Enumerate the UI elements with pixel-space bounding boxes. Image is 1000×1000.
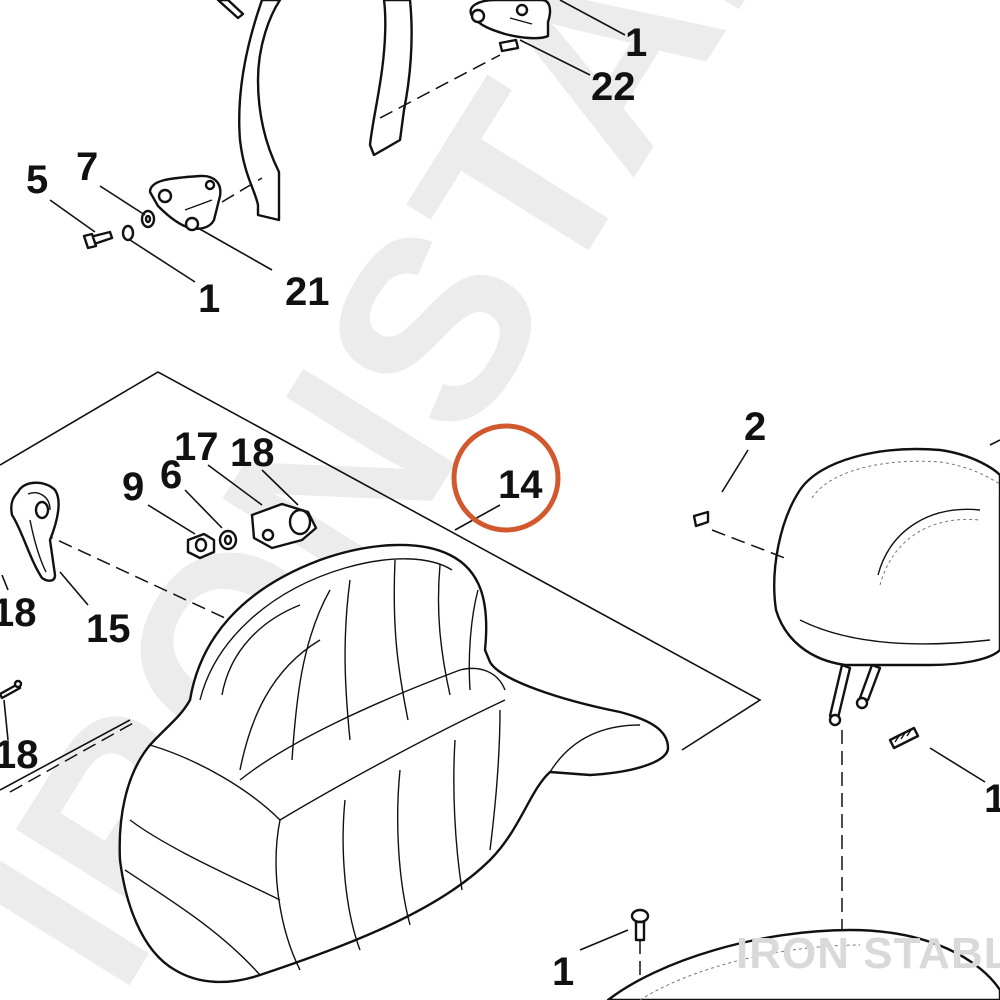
latch-part-15 (10, 481, 60, 582)
callout-label: 6 (160, 453, 182, 497)
callout-label: 22 (591, 65, 636, 109)
callout-label: 1 (552, 950, 574, 994)
watermark-text: IRON STABLE (736, 929, 1000, 978)
callout-labels: 1 22 5 7 1 21 2 17 18 9 6 14 18 15 18 1 … (0, 21, 1000, 994)
callout-label: 15 (86, 607, 131, 651)
leader-lines-center (1, 464, 501, 741)
callout-label: 18 (0, 733, 39, 777)
callout-label: 1 (984, 777, 1000, 821)
watermark: IRON STABLE (736, 929, 1000, 978)
pin-part-18 (0, 679, 23, 700)
callout-label: 1 (198, 277, 220, 321)
washer-part-6 (218, 529, 238, 551)
callout-label: 21 (285, 270, 330, 314)
callout-label: 18 (230, 431, 275, 475)
backrest-pad-part-14 (118, 543, 670, 984)
washer-part-1-mid (121, 224, 135, 242)
leader-lines-top (49, 0, 626, 283)
nut-part-9 (186, 532, 216, 560)
seat-edge-bottom-right (606, 928, 1000, 1000)
bolt-part-5 (82, 230, 114, 250)
callout-label: 17 (174, 425, 219, 469)
bracket-part-22 (469, 0, 552, 53)
callout-label: 5 (26, 158, 48, 202)
screw-part-1-bottom (630, 908, 650, 942)
highlight-circle (451, 423, 561, 533)
seat-panel-outline (0, 371, 762, 793)
callout-label: 1 (625, 21, 647, 65)
callout-label-highlighted: 14 (498, 463, 543, 507)
bushing-part-17 (250, 502, 318, 550)
callout-label: 2 (744, 405, 766, 449)
callout-label: 18 (0, 591, 37, 635)
bracket-part-21 (148, 174, 222, 232)
backrest-upright (216, 0, 501, 222)
backrest-pad-assembly-right (579, 439, 1000, 1000)
callout-label: 7 (76, 145, 98, 189)
callout-label: 9 (122, 465, 144, 509)
